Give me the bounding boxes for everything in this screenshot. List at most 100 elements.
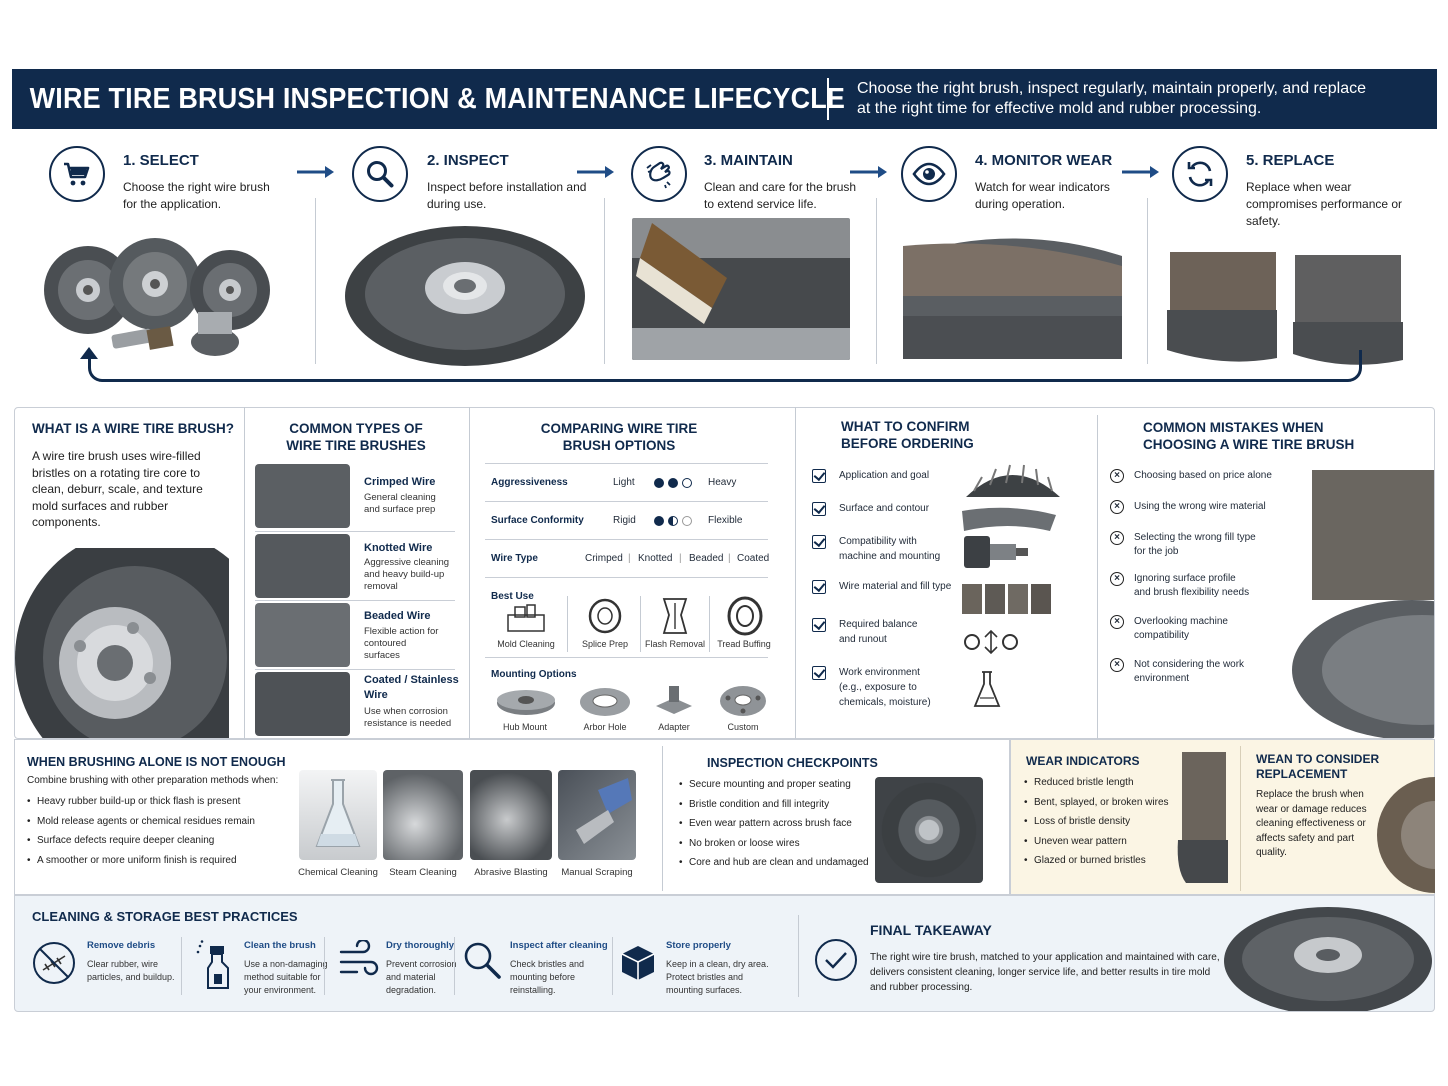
wire-type-coated: Coated xyxy=(737,553,770,564)
practice-line: Use a non-damaging xyxy=(244,959,328,969)
type-crimped-desc: General cleaning and surface prep xyxy=(364,492,436,515)
best-use-flash-removal: Flash Removal xyxy=(644,639,706,649)
takeaway-title: FINAL TAKEAWAY xyxy=(870,922,992,938)
separator: | xyxy=(728,553,731,564)
select-brushes-photo xyxy=(40,232,285,367)
separator: | xyxy=(679,553,682,564)
mistake-item: ×Using the wrong wire material xyxy=(1110,500,1266,514)
method-manual-scraping: Manual Scraping xyxy=(561,867,633,878)
custom-mount-icon xyxy=(720,686,766,716)
method-abrasive-blasting: Abrasive Blasting xyxy=(474,867,548,878)
divider xyxy=(1147,198,1148,364)
divider xyxy=(640,596,641,652)
conformity-row: Surface Conformity Rigid Flexible xyxy=(485,502,768,540)
practice-line: and material xyxy=(386,972,436,982)
method-chemical-cleaning: Chemical Cleaning xyxy=(298,867,378,878)
crimped-wire-photo xyxy=(255,464,350,528)
x-circle-icon: × xyxy=(1110,469,1124,483)
beaded-wire-photo xyxy=(255,603,350,667)
practice-line: degradation. xyxy=(386,985,437,995)
eye-icon xyxy=(901,146,957,202)
checkbox-checked-icon xyxy=(812,580,826,594)
list-item: Loss of bristle density xyxy=(1024,812,1174,832)
mistake-text: Not considering the work xyxy=(1134,659,1245,670)
knotted-wire-photo xyxy=(255,534,350,598)
divider xyxy=(469,407,470,739)
tire-icon xyxy=(588,598,622,634)
divider xyxy=(798,915,799,997)
type-beaded-desc: Flexible action for contoured surfaces xyxy=(364,626,439,661)
wire-type-knotted: Knotted xyxy=(638,553,673,564)
confirm-item-text: Required balance xyxy=(839,619,918,630)
practice-line: Check bristles and xyxy=(510,959,585,969)
confirm-title-line1: WHAT TO CONFIRM xyxy=(841,419,970,434)
x-circle-icon: × xyxy=(1110,658,1124,672)
step-5-desc: Replace when wear compromises performanc… xyxy=(1246,180,1403,228)
confirm-item-text: Wire material and fill type xyxy=(839,581,952,592)
magnifier-icon xyxy=(352,146,408,202)
divider xyxy=(1240,746,1241,891)
list-item: Heavy rubber build-up or thick flash is … xyxy=(27,792,297,812)
compare-title-line1: COMPARING WIRE TIRE xyxy=(540,421,698,436)
spray-bottle-icon xyxy=(196,940,229,989)
checkbox-checked-icon xyxy=(812,469,826,483)
mistake-text: and brush flexibility needs xyxy=(1134,587,1250,598)
arrow-right-icon xyxy=(850,166,887,178)
header-divider xyxy=(827,78,829,120)
adapter-icon xyxy=(656,686,692,714)
checkbox-checked-icon xyxy=(812,502,826,516)
aggressiveness-label: Aggressiveness xyxy=(491,477,568,488)
brushing-panel xyxy=(14,739,1010,895)
cart-icon xyxy=(49,146,105,202)
takeaway-brush-photo xyxy=(1222,903,1434,1011)
mold-cleaning-icon xyxy=(507,604,545,632)
divider xyxy=(795,407,796,739)
arrow-up-icon xyxy=(80,347,98,359)
checkpoints-bullets: Secure mounting and proper seating Brist… xyxy=(679,775,879,873)
wind-dry-icon xyxy=(339,940,379,976)
conformity-min: Rigid xyxy=(613,515,636,526)
practice-line: Keep in a clean, dry area. xyxy=(666,959,769,969)
mistake-text: compatibility xyxy=(1134,630,1190,641)
checkbox-checked-icon xyxy=(812,535,826,549)
divider xyxy=(181,937,182,995)
step-1-title: 1. SELECT xyxy=(123,152,199,169)
step-2-desc: Inspect before installation and during u… xyxy=(427,180,587,211)
practices-panel xyxy=(14,895,1435,1012)
mounting-adapter: Adapter xyxy=(658,722,690,732)
abrasive-blasting-photo xyxy=(470,770,552,860)
type-knotted-desc: Aggressive cleaning and heavy build-up r… xyxy=(364,557,450,592)
confirm-item-surface: Surface and contour xyxy=(812,502,930,516)
step-3-title: 3. MAINTAIN xyxy=(704,152,793,169)
maintain-brush-photo xyxy=(632,218,850,360)
practice-line: Protect bristles and xyxy=(666,972,744,982)
compare-title-line2: BRUSH OPTIONS xyxy=(562,438,676,453)
list-item: Surface defects require deeper cleaning xyxy=(27,831,297,851)
confirm-item-text: Surface and contour xyxy=(839,503,930,514)
practice-line: particles, and buildup. xyxy=(87,972,175,982)
mistake-item: ×Choosing based on price alone xyxy=(1110,469,1272,483)
divider xyxy=(612,937,613,995)
confirm-item-text: Compatibility with xyxy=(839,536,917,547)
aggressiveness-scale xyxy=(654,478,696,491)
wire-fill-samples-icon xyxy=(962,584,1051,614)
divider xyxy=(876,198,877,364)
mistake-text: environment xyxy=(1134,673,1190,684)
conformity-scale xyxy=(654,516,696,529)
practice-line: mounting before xyxy=(510,972,576,982)
method-steam-cleaning: Steam Cleaning xyxy=(389,867,457,878)
x-circle-icon: × xyxy=(1110,531,1124,545)
list-item: No broken or loose wires xyxy=(679,834,879,854)
step-1-desc: Choose the right wire brush for the appl… xyxy=(123,180,270,211)
practice-line: method suitable for xyxy=(244,972,321,982)
wire-type-beaded: Beaded xyxy=(689,553,724,564)
mounting-custom: Custom xyxy=(727,722,759,732)
monitor-wear-photo xyxy=(903,226,1122,359)
divider xyxy=(662,746,663,891)
steam-cleaning-photo xyxy=(383,770,463,860)
wire-type-label: Wire Type xyxy=(491,553,538,564)
list-item: Core and hub are clean and undamaged xyxy=(679,853,879,873)
